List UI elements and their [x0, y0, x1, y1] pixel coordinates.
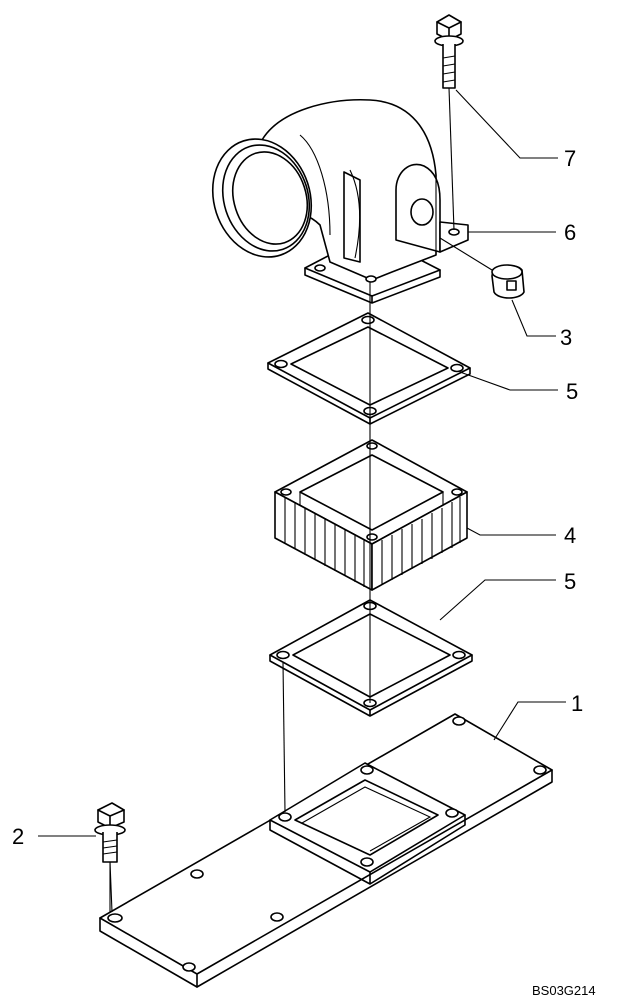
part-3-plug: [439, 237, 525, 299]
callout-2: 2: [12, 824, 24, 849]
callout-6: 6: [564, 220, 576, 245]
part-5-upper-gasket: [267, 312, 471, 425]
callout-5-upper: 5: [566, 379, 578, 404]
part-7-bolt: [434, 14, 464, 89]
assembly-center-lines: [109, 87, 455, 913]
drawing-code: BS03G214: [532, 983, 596, 998]
callout-5-lower: 5: [564, 569, 576, 594]
callout-1: 1: [571, 691, 583, 716]
part-2-bolt: [94, 802, 126, 912]
part-1-base-plate: [99, 713, 553, 988]
callout-3: 3: [560, 325, 572, 350]
part-4-finned-spacer: [274, 439, 468, 591]
callout-4: 4: [564, 523, 576, 548]
part-6-elbow-housing: [211, 98, 469, 304]
leader-lines: [38, 89, 566, 837]
callout-7: 7: [564, 146, 576, 171]
part-5-lower-gasket: [269, 599, 473, 717]
